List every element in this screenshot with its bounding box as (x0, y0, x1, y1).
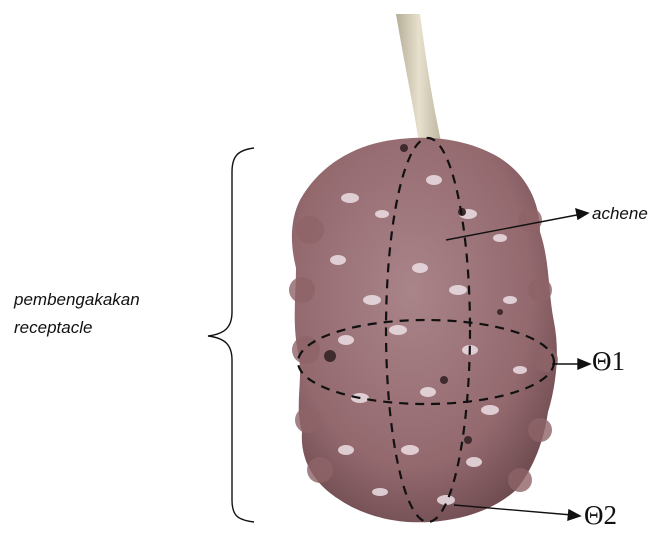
stem (396, 14, 442, 150)
theta1-label: Θ1 (592, 346, 625, 377)
achene-label: achene (592, 204, 648, 224)
receptacle-brace (208, 148, 254, 522)
receptacle-label-line1: pembengakakan (14, 290, 140, 310)
theta2-label: Θ2 (584, 500, 617, 531)
receptacle-label-line2: receptacle (14, 318, 92, 338)
